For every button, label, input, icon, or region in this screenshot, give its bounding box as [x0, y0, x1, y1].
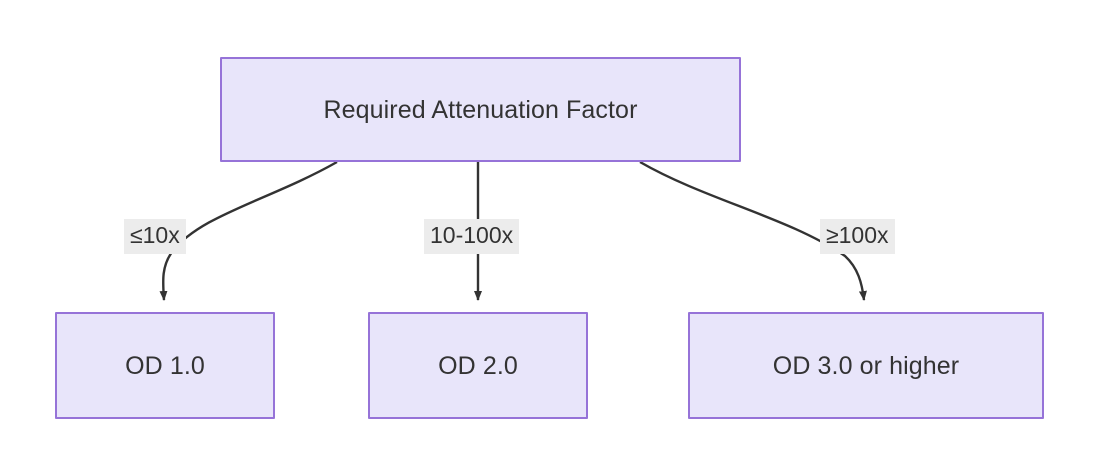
- node-label-od1: OD 1.0: [125, 351, 205, 380]
- node-od-1-0[interactable]: OD 1.0: [55, 312, 275, 419]
- edge-label-lte-10x: ≤10x: [124, 219, 186, 254]
- node-label-od2: OD 2.0: [438, 351, 518, 380]
- node-required-attenuation-factor[interactable]: Required Attenuation Factor: [220, 57, 741, 162]
- node-label-od3: OD 3.0 or higher: [772, 351, 960, 380]
- node-label-root: Required Attenuation Factor: [323, 95, 638, 124]
- edge-label-10-100x: 10-100x: [424, 219, 520, 254]
- edge-root-to-od1: [159, 160, 338, 301]
- node-od-2-0[interactable]: OD 2.0: [368, 312, 588, 419]
- node-od-3-0-or-higher[interactable]: OD 3.0 or higher: [688, 312, 1044, 419]
- edge-label-gte-100x: ≥100x: [820, 219, 895, 254]
